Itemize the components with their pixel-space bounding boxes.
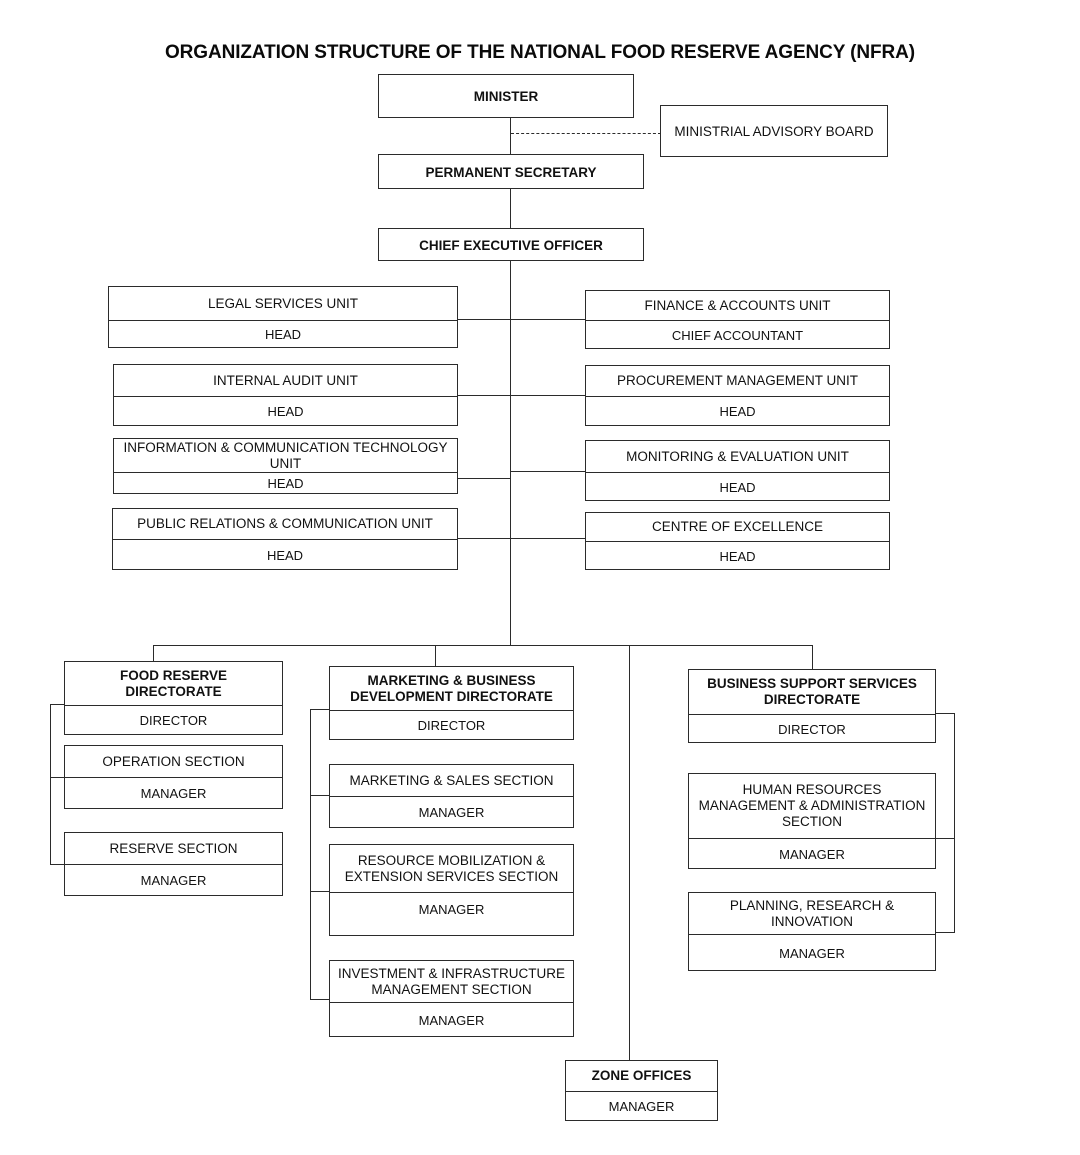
node-internal-audit-unit-role: HEAD — [114, 396, 457, 427]
node-minister[interactable]: MINISTER — [378, 74, 634, 118]
node-procurement-unit[interactable]: PROCUREMENT MANAGEMENT UNIT HEAD — [585, 365, 890, 426]
node-finance-accounts-unit[interactable]: FINANCE & ACCOUNTS UNIT CHIEF ACCOUNTANT — [585, 290, 890, 349]
connector-ceo-spine — [510, 261, 512, 646]
node-legal-services-unit-role: HEAD — [109, 320, 457, 349]
connector-mk-to-resource — [310, 891, 332, 893]
node-reserve-section-label: RESERVE SECTION — [109, 840, 238, 856]
node-ict-unit-role: HEAD — [114, 472, 457, 494]
node-human-resources-section[interactable]: HUMAN RESOURCES MANAGEMENT & ADMINISTRAT… — [688, 773, 936, 869]
node-resource-mobilization-section-label: RESOURCE MOBILIZATION & EXTENSION SERVIC… — [344, 852, 559, 884]
node-legal-services-unit[interactable]: LEGAL SERVICES UNIT HEAD — [108, 286, 458, 348]
node-zone-offices-label: ZONE OFFICES — [591, 1068, 692, 1084]
node-advisory-board-label: MINISTRIAL ADVISORY BOARD — [674, 124, 874, 140]
node-marketing-sales-section-role: MANAGER — [330, 796, 573, 829]
node-finance-accounts-unit-role: CHIEF ACCOUNTANT — [586, 320, 889, 350]
node-marketing-directorate[interactable]: MARKETING & BUSINESS DEVELOPMENT DIRECTO… — [329, 666, 574, 740]
node-centre-of-excellence-label: CENTRE OF EXCELLENCE — [651, 519, 824, 535]
node-advisory-board[interactable]: MINISTRIAL ADVISORY BOARD — [660, 105, 888, 157]
node-marketing-directorate-role: DIRECTOR — [330, 710, 573, 741]
connector-mk-to-sales — [310, 795, 332, 797]
connector-bs-director-stub — [935, 713, 955, 715]
node-operation-section-role: MANAGER — [65, 777, 282, 810]
connector-mk-director-stub — [310, 709, 332, 711]
connector-ceo-to-finance — [510, 319, 586, 321]
connector-ceo-to-pr — [457, 538, 511, 540]
node-planning-research-section-label: PLANNING, RESEARCH & INNOVATION — [729, 897, 895, 929]
node-planning-research-section-role: MANAGER — [689, 934, 935, 972]
node-resource-mobilization-section[interactable]: RESOURCE MOBILIZATION & EXTENSION SERVIC… — [329, 844, 574, 936]
connector-minister-to-advisory-board — [511, 133, 661, 134]
node-human-resources-section-role: MANAGER — [689, 838, 935, 870]
node-zone-offices-role: MANAGER — [566, 1091, 717, 1122]
connector-bus-to-marketing — [435, 645, 437, 666]
node-internal-audit-unit-label: INTERNAL AUDIT UNIT — [213, 372, 358, 388]
connector-bs-bracket — [954, 713, 956, 933]
node-centre-of-excellence[interactable]: CENTRE OF EXCELLENCE HEAD — [585, 512, 890, 570]
connector-fr-to-reserve — [50, 864, 72, 866]
connector-bus-to-business-support — [812, 645, 814, 669]
node-marketing-directorate-label: MARKETING & BUSINESS DEVELOPMENT DIRECTO… — [350, 672, 553, 704]
node-ceo[interactable]: CHIEF EXECUTIVE OFFICER — [378, 228, 644, 261]
connector-bs-to-planning — [935, 932, 955, 934]
node-public-relations-unit-role: HEAD — [113, 539, 457, 571]
node-food-reserve-directorate-role: DIRECTOR — [65, 705, 282, 736]
node-centre-of-excellence-role: HEAD — [586, 541, 889, 571]
connector-ceo-to-monitoring — [510, 471, 586, 473]
node-permanent-secretary[interactable]: PERMANENT SECRETARY — [378, 154, 644, 189]
node-public-relations-unit[interactable]: PUBLIC RELATIONS & COMMUNICATION UNIT HE… — [112, 508, 458, 570]
node-ict-unit[interactable]: INFORMATION & COMMUNICATION TECHNOLOGY U… — [113, 438, 458, 494]
node-procurement-unit-label: PROCUREMENT MANAGEMENT UNIT — [616, 373, 859, 389]
node-operation-section[interactable]: OPERATION SECTION MANAGER — [64, 745, 283, 809]
node-legal-services-unit-label: LEGAL SERVICES UNIT — [207, 295, 359, 311]
node-business-support-directorate-label: BUSINESS SUPPORT SERVICES DIRECTORATE — [707, 676, 917, 707]
connector-fr-director-stub — [50, 704, 72, 706]
node-business-support-directorate[interactable]: BUSINESS SUPPORT SERVICES DIRECTORATE DI… — [688, 669, 936, 743]
node-monitoring-evaluation-unit-label: MONITORING & EVALUATION UNIT — [626, 448, 849, 464]
node-reserve-section[interactable]: RESERVE SECTION MANAGER — [64, 832, 283, 896]
node-marketing-sales-section[interactable]: MARKETING & SALES SECTION MANAGER — [329, 764, 574, 828]
node-ict-unit-label: INFORMATION & COMMUNICATION TECHNOLOGY U… — [123, 439, 448, 471]
node-permanent-secretary-label: PERMANENT SECRETARY — [425, 164, 597, 180]
node-investment-infrastructure-section-role: MANAGER — [330, 1002, 573, 1038]
node-zone-offices[interactable]: ZONE OFFICES MANAGER — [565, 1060, 718, 1121]
node-finance-accounts-unit-label: FINANCE & ACCOUNTS UNIT — [644, 297, 831, 313]
connector-fr-to-operation — [50, 777, 72, 779]
node-business-support-directorate-role: DIRECTOR — [689, 714, 935, 744]
node-planning-research-section[interactable]: PLANNING, RESEARCH & INNOVATION MANAGER — [688, 892, 936, 971]
node-investment-infrastructure-section-label: INVESTMENT & INFRASTRUCTURE MANAGEMENT S… — [337, 965, 565, 997]
node-reserve-section-role: MANAGER — [65, 864, 282, 897]
node-procurement-unit-role: HEAD — [586, 396, 889, 427]
page-title: ORGANIZATION STRUCTURE OF THE NATIONAL F… — [165, 42, 915, 63]
node-ceo-label: CHIEF EXECUTIVE OFFICER — [419, 237, 603, 253]
connector-directorate-bus — [153, 645, 813, 647]
node-marketing-sales-section-label: MARKETING & SALES SECTION — [349, 772, 554, 788]
node-resource-mobilization-section-role: MANAGER — [330, 892, 573, 937]
node-public-relations-unit-label: PUBLIC RELATIONS & COMMUNICATION UNIT — [137, 516, 433, 532]
node-investment-infrastructure-section[interactable]: INVESTMENT & INFRASTRUCTURE MANAGEMENT S… — [329, 960, 574, 1037]
connector-mk-bracket — [310, 709, 312, 999]
connector-ps-to-ceo — [510, 189, 512, 228]
node-monitoring-evaluation-unit-role: HEAD — [586, 472, 889, 502]
connector-bus-to-food-reserve — [153, 645, 155, 663]
node-monitoring-evaluation-unit[interactable]: MONITORING & EVALUATION UNIT HEAD — [585, 440, 890, 501]
connector-minister-to-ps — [510, 118, 512, 154]
connector-mk-to-investment — [310, 999, 332, 1001]
node-food-reserve-directorate-label: FOOD RESERVE DIRECTORATE — [119, 667, 228, 699]
connector-fr-bracket — [50, 704, 52, 864]
node-operation-section-label: OPERATION SECTION — [102, 753, 245, 769]
connector-bs-to-hr — [935, 838, 955, 840]
connector-ceo-to-procurement — [510, 395, 586, 397]
connector-ceo-to-audit — [457, 395, 511, 397]
node-minister-label: MINISTER — [473, 89, 539, 105]
connector-ceo-to-ict — [457, 478, 511, 480]
connector-bus-to-zone-offices — [629, 645, 631, 1060]
node-internal-audit-unit[interactable]: INTERNAL AUDIT UNIT HEAD — [113, 364, 458, 426]
connector-ceo-to-excellence — [510, 538, 586, 540]
connector-ceo-to-legal — [457, 319, 511, 321]
node-human-resources-section-label: HUMAN RESOURCES MANAGEMENT & ADMINISTRAT… — [698, 782, 926, 829]
node-food-reserve-directorate[interactable]: FOOD RESERVE DIRECTORATE DIRECTOR — [64, 661, 283, 735]
